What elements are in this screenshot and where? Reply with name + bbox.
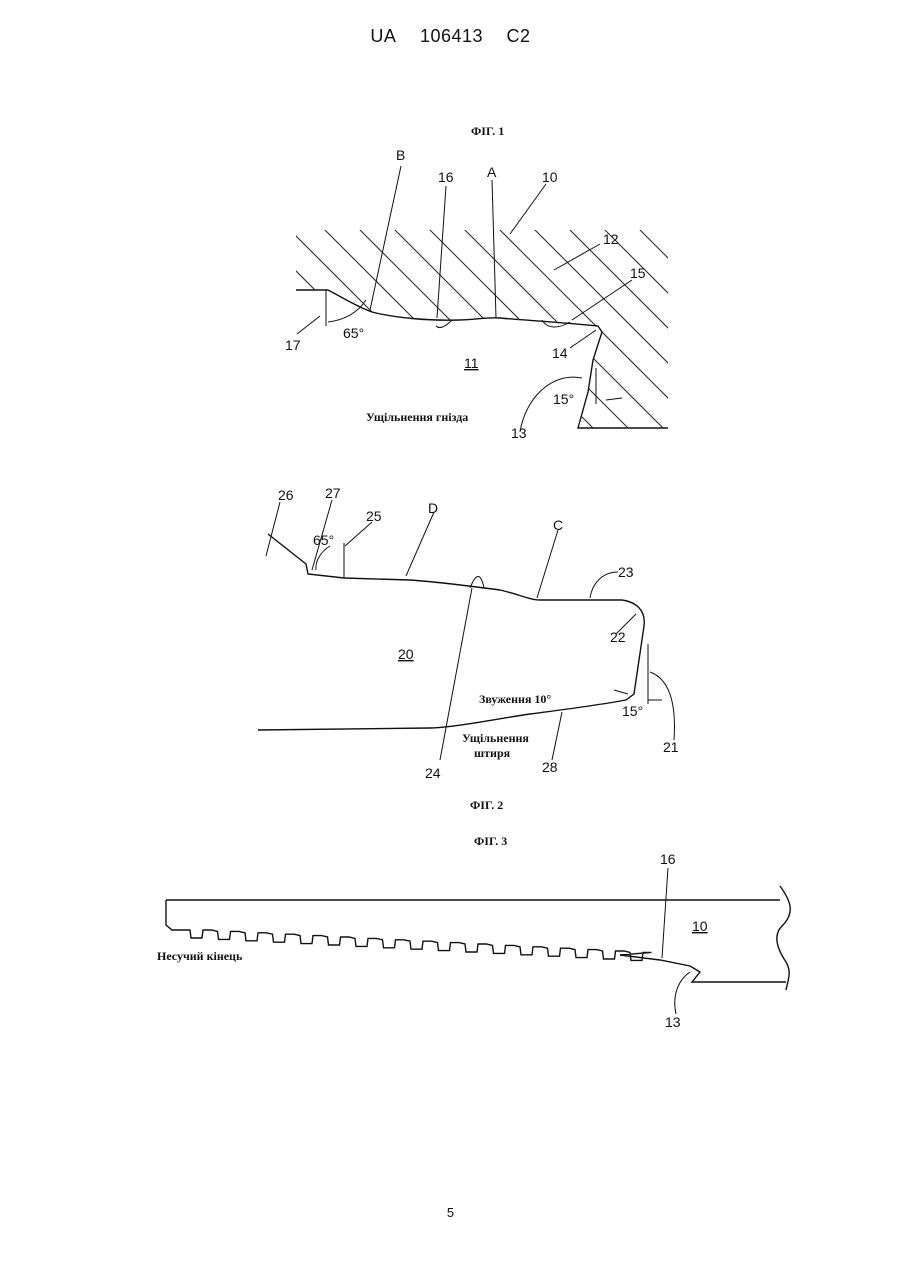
fig1-label-14: 14 — [552, 345, 568, 361]
fig3-right-break — [777, 886, 790, 990]
fig1-drawing: B 16 A 10 12 15 17 65° 11 14 15° 13 Ущіл… — [205, 147, 855, 445]
fig2-caption-seal-line2: штиря — [474, 746, 511, 760]
fig1-label-11: 11 — [464, 355, 479, 371]
fig1-caption: Ущільнення гнізда — [366, 410, 468, 424]
fig2-label-d: D — [428, 500, 438, 516]
fig3-label-10: 10 — [692, 918, 708, 934]
fig2-label-23: 23 — [618, 564, 634, 580]
page-number: 5 — [0, 1205, 901, 1220]
fig2-label-21: 21 — [663, 739, 679, 755]
fig3-label-16: 16 — [660, 851, 676, 867]
fig2-label-20: 20 — [398, 646, 414, 662]
fig3-drawing: 16 10 13 Несучий кінець — [157, 851, 790, 1030]
fig1-label-16: 16 — [438, 169, 454, 185]
fig3-caption: Несучий кінець — [157, 949, 243, 963]
fig2-angle-15: 15° — [622, 703, 643, 719]
fig1-label-13: 13 — [511, 425, 527, 441]
fig2-label-c: C — [553, 517, 563, 533]
fig1-label-b: B — [396, 147, 405, 163]
fig2-angle-65: 65° — [313, 532, 334, 548]
fig2-label-28: 28 — [542, 759, 558, 775]
fig1-label-10: 10 — [542, 169, 558, 185]
fig1-label-12: 12 — [603, 231, 619, 247]
fig2-label-25: 25 — [366, 508, 382, 524]
fig1-label-a: A — [487, 164, 497, 180]
fig2-caption-seal-line1: Ущільнення — [462, 731, 529, 745]
fig1-label-17: 17 — [285, 337, 301, 353]
fig1-profile — [296, 290, 668, 428]
fig3-left-end — [166, 900, 184, 930]
fig2-label-27: 27 — [325, 485, 341, 501]
fig2-label-26: 26 — [278, 487, 294, 503]
fig2-label-24: 24 — [425, 765, 441, 781]
fig2-caption-taper: Звуження 10° — [479, 692, 551, 706]
fig2-drawing: 26 27 25 D C 65° 23 20 22 15° 21 24 28 З… — [258, 485, 679, 781]
fig3-thread-profile — [184, 930, 652, 960]
fig1-angle-15: 15° — [553, 391, 574, 407]
fig2-label-22: 22 — [610, 629, 626, 645]
fig1-angle-65: 65° — [343, 325, 364, 341]
fig1-label-15: 15 — [630, 265, 646, 281]
fig3-label-13: 13 — [665, 1014, 681, 1030]
fig3-step — [620, 955, 786, 982]
